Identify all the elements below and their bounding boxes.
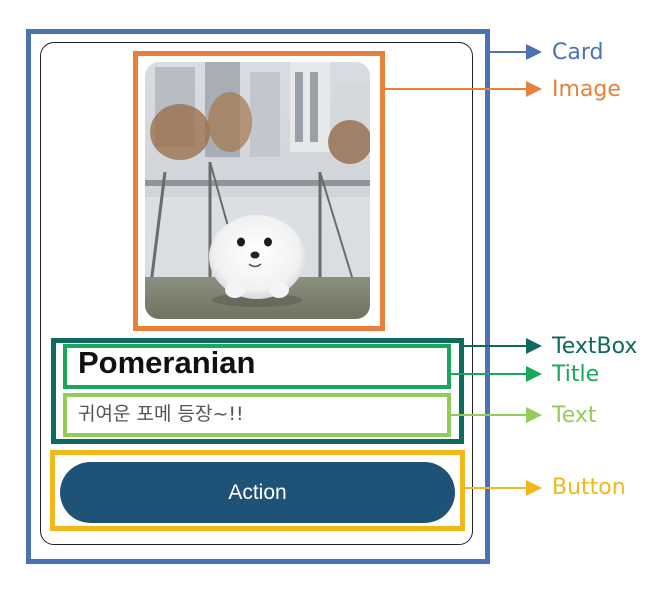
label-title: Title bbox=[552, 362, 600, 387]
textbox-outline bbox=[51, 338, 464, 444]
text-outline bbox=[63, 393, 451, 437]
image-outline bbox=[133, 51, 385, 331]
dog-photo bbox=[145, 62, 370, 319]
card-title: Pomeranian bbox=[78, 345, 256, 380]
label-image: Image bbox=[552, 77, 621, 102]
button-outline bbox=[50, 450, 465, 531]
title-outline bbox=[63, 344, 451, 389]
label-text: Text bbox=[552, 403, 597, 428]
card-text: 귀여운 포메 등장~!! bbox=[78, 403, 244, 425]
card-outline bbox=[26, 29, 490, 564]
label-textbox: TextBox bbox=[552, 334, 638, 359]
label-button: Button bbox=[552, 475, 626, 500]
action-button[interactable]: Action bbox=[60, 462, 455, 523]
label-card: Card bbox=[552, 40, 604, 65]
